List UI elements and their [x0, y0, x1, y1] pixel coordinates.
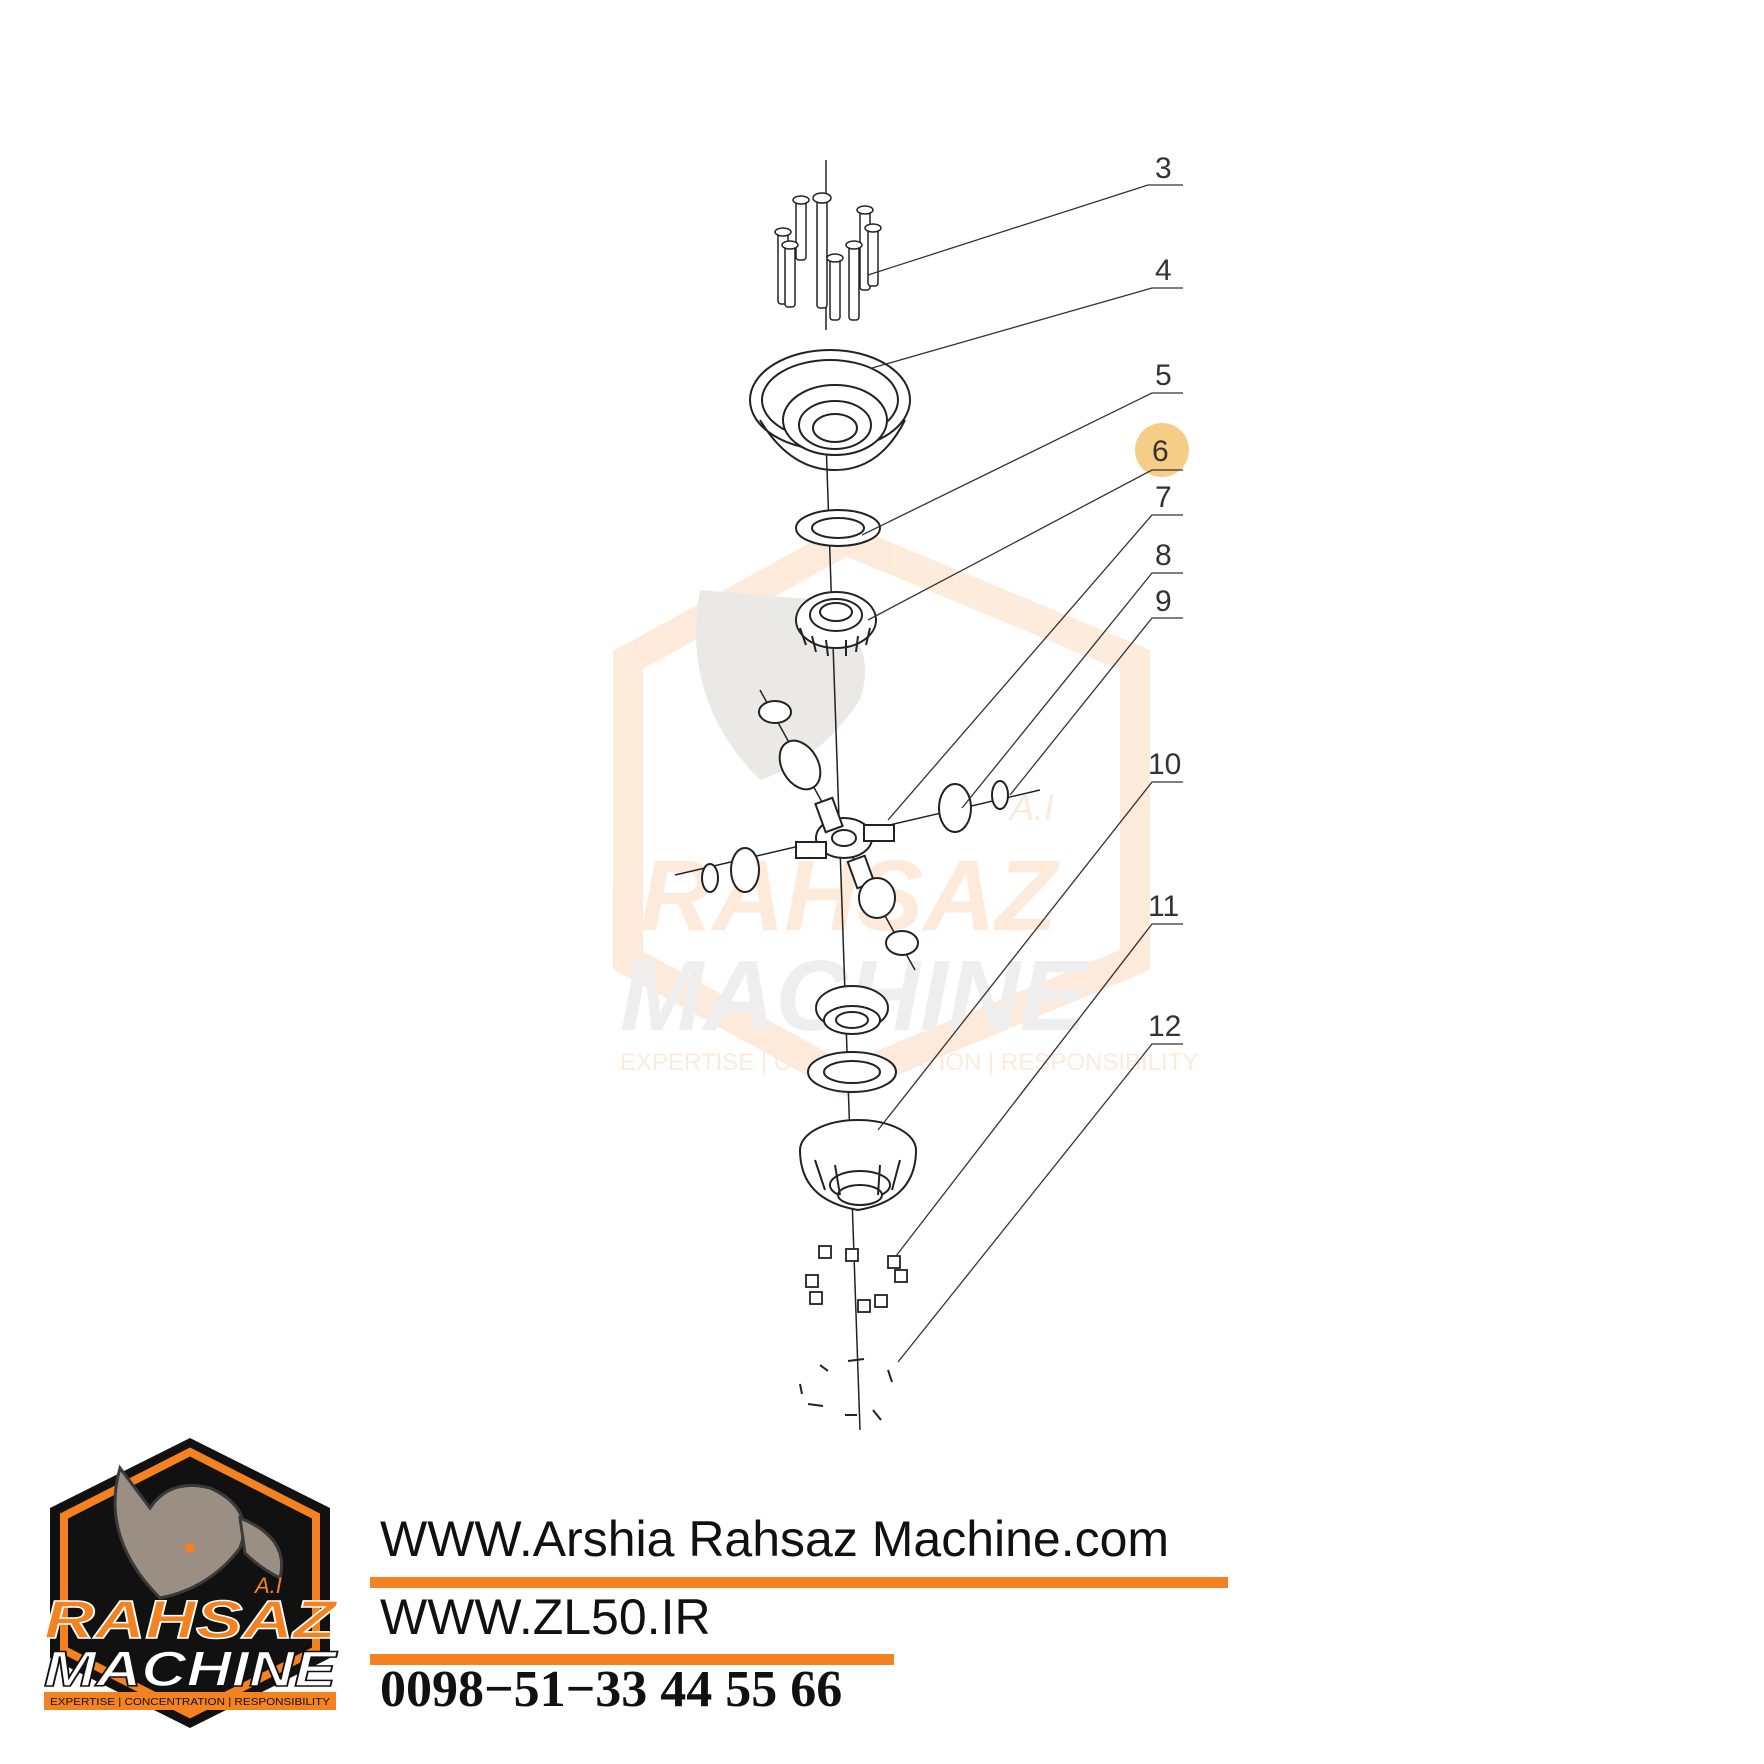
website-url-1[interactable]: WWW.Arshia Rahsaz Machine.com: [380, 1511, 1170, 1567]
assembly-axis: [674, 160, 1041, 1431]
watermark-mark: A.I: [1008, 787, 1054, 828]
part-5-thrust-washer: [795, 509, 881, 547]
part-9-gear-washers: [701, 700, 1009, 956]
callout-9: 9: [1155, 585, 1172, 618]
callout-5: 5: [1155, 359, 1172, 392]
callout-8: 8: [1155, 539, 1172, 572]
logo-line1: RAHSAZ: [44, 1590, 339, 1650]
watermark-line1: RAHSAZ: [640, 840, 1061, 952]
orange-underline-2: [370, 1654, 894, 1665]
callout-10: 10: [1148, 748, 1181, 781]
phone-number: 0098−51−33 44 55 66: [380, 1661, 843, 1718]
leader-lines: [861, 184, 1183, 1363]
watermark-logo: RAHSAZ MACHINE EXPERTISE | CONCENTRATION…: [613, 523, 1198, 1097]
company-logo: A.I RAHSAZ MACHINE EXPERTISE | CONCENTRA…: [43, 1438, 339, 1728]
orange-underline-1: [370, 1577, 1228, 1588]
part-7-spider-cross: [795, 796, 895, 890]
logo-tag: EXPERTISE | CONCENTRATION | RESPONSIBILI…: [50, 1697, 330, 1708]
logo-line2: MACHINE: [44, 1641, 338, 1697]
part-10-differential-case: [799, 1119, 917, 1212]
callout-6-highlight: [1135, 423, 1189, 477]
callout-3: 3: [1155, 152, 1172, 185]
callout-12: 12: [1148, 1010, 1181, 1043]
logo-mark: A.I: [253, 1573, 282, 1598]
callout-6: 6: [1152, 435, 1169, 468]
part-6-side-gear: [795, 591, 877, 657]
callout-numbers: 3 4 5 6 7 8 9 10 11 12: [1148, 152, 1181, 1043]
part-3-bolts: [774, 192, 882, 321]
part-8-planet-gears: [730, 739, 972, 919]
website-url-2[interactable]: WWW.ZL50.IR: [380, 1589, 711, 1645]
part-12-lock-pins: [799, 1358, 893, 1421]
part-11-nuts: [805, 1245, 908, 1313]
callout-4: 4: [1155, 254, 1172, 287]
lower-thrust-washer: [807, 1051, 897, 1093]
callout-11: 11: [1148, 890, 1179, 923]
watermark-tag: EXPERTISE | CONCENTRATION | RESPONSIBILI…: [620, 1049, 1198, 1076]
lower-side-gear: [815, 985, 889, 1035]
callout-7: 7: [1155, 481, 1172, 514]
part-4-housing-flange: [749, 349, 911, 472]
